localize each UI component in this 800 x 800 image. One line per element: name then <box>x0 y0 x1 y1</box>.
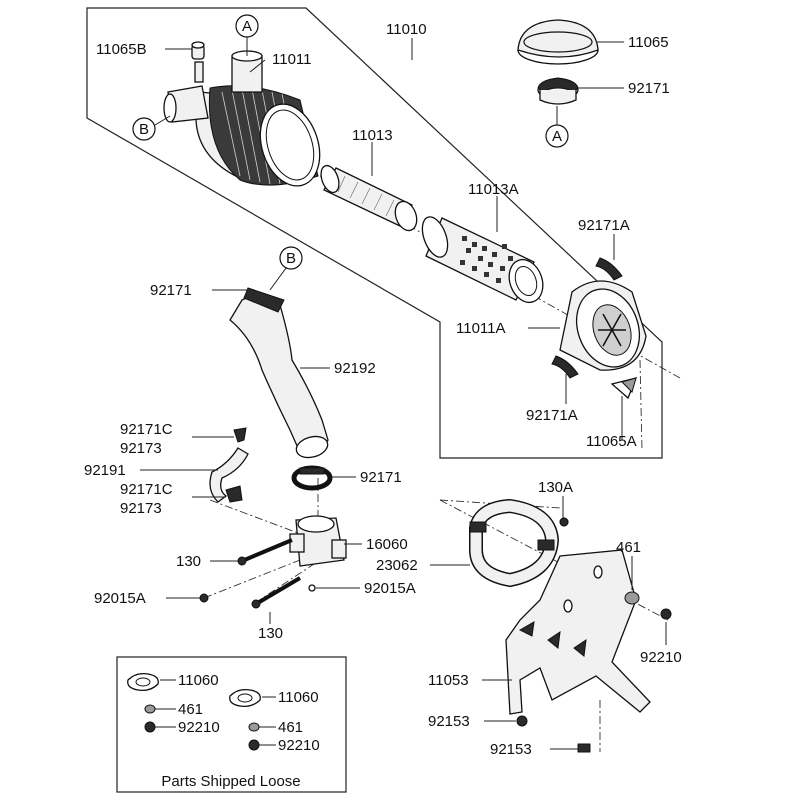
label-92015A-1: 92015A <box>94 590 146 607</box>
svg-text:A: A <box>552 128 562 145</box>
nut-92210 <box>660 608 672 620</box>
label-11065: 11065 <box>628 34 669 51</box>
label-92210-1: 92210 <box>178 719 220 736</box>
end-cover <box>551 257 647 400</box>
label-23062: 23062 <box>376 557 418 574</box>
label-11053: 11053 <box>428 672 469 689</box>
label-130-1: 130 <box>176 553 201 570</box>
label-11013A: 11013A <box>468 181 519 198</box>
svg-text:B: B <box>139 121 149 138</box>
loose-box-caption: Parts Shipped Loose <box>161 773 300 790</box>
label-92153-2: 92153 <box>490 741 532 758</box>
air-cleaner-body <box>163 41 321 187</box>
centerline-vertical <box>639 359 643 451</box>
label-16060: 16060 <box>366 536 408 553</box>
label-11010: 11010 <box>386 21 427 38</box>
label-11060-1: 11060 <box>178 672 219 689</box>
label-11013: 11013 <box>352 127 393 144</box>
label-11065B: 11065B <box>96 41 147 58</box>
label-92171C-1: 92171C <box>120 421 173 438</box>
marker-b-left: B <box>132 117 156 141</box>
label-92171-hose: 92171 <box>150 282 192 299</box>
label-130-2: 130 <box>258 625 283 642</box>
primary-filter <box>421 216 544 304</box>
bolt-130-lower <box>251 576 302 609</box>
centerline-bolt2 <box>254 559 321 604</box>
label-92171C-2: 92171C <box>120 481 173 498</box>
label-92192: 92192 <box>334 360 376 377</box>
label-92171-clamp: 92171 <box>360 469 402 486</box>
mounting-band <box>469 498 569 588</box>
label-92173-1: 92173 <box>120 440 162 457</box>
svg-text:B: B <box>286 250 296 267</box>
parts-shipped-loose-box: 11060 461 92210 11060 461 92210 Parts Sh… <box>116 656 347 793</box>
label-92173-2: 92173 <box>120 500 162 517</box>
label-92171A-top: 92171A <box>578 217 630 234</box>
breather-hose <box>209 427 249 503</box>
label-461: 461 <box>616 539 641 556</box>
svg-text:A: A <box>242 18 252 35</box>
nut-92015A-left <box>199 593 209 603</box>
marker-a-bottom: A <box>545 124 569 148</box>
label-11065A: 11065A <box>586 433 637 450</box>
mounting-bracket <box>505 549 651 715</box>
label-130A: 130A <box>538 479 573 496</box>
centerline-nut <box>203 559 301 599</box>
screw-92153-lower <box>577 743 591 753</box>
label-461-1: 461 <box>178 701 203 718</box>
safety-filter <box>320 164 418 232</box>
label-92171-top: 92171 <box>628 80 670 97</box>
inlet-elbow <box>289 515 347 567</box>
centerline-bolts <box>209 499 331 546</box>
bolt-130A <box>559 517 569 527</box>
nut-92015A-right <box>308 584 316 592</box>
intake-hose <box>229 287 329 459</box>
marker-a-top: A <box>235 14 259 38</box>
leader-lines <box>140 38 667 750</box>
assembly-frame <box>86 7 663 459</box>
label-92015A-2: 92015A <box>364 580 416 597</box>
screw-92153-upper <box>516 715 528 727</box>
bolt-130-upper <box>237 538 293 566</box>
label-461-2: 461 <box>278 719 303 736</box>
label-92171A-bottom: 92171A <box>526 407 578 424</box>
label-11011A: 11011A <box>456 320 506 337</box>
label-92153-1: 92153 <box>428 713 470 730</box>
label-11060-2: 11060 <box>278 689 319 706</box>
label-92210: 92210 <box>640 649 682 666</box>
label-11011: 11011 <box>272 51 312 68</box>
cap-clamp <box>537 77 579 105</box>
marker-b-hose: B <box>279 246 303 270</box>
label-92210-2: 92210 <box>278 737 320 754</box>
hose-clamp <box>291 465 333 491</box>
washer-461 <box>624 591 640 605</box>
rain-cap <box>517 19 599 65</box>
label-92191: 92191 <box>84 462 126 479</box>
